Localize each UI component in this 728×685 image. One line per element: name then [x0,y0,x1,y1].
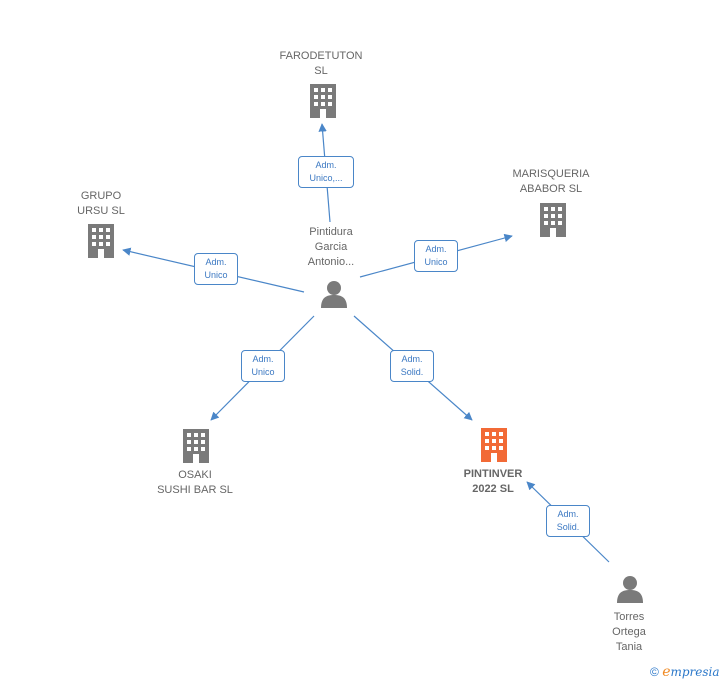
edge-badge-grupo-ursu: Adm. Unico [194,253,238,285]
torres-label[interactable]: Torres Ortega Tania [612,611,646,653]
pintinver-building-icon[interactable] [481,428,507,462]
copyright-symbol: © [650,665,659,679]
osaki-building-icon[interactable] [183,429,209,463]
pintidura-label[interactable]: Pintidura Garcia Antonio... [307,226,355,268]
torres-person-icon[interactable] [617,576,643,603]
osaki-label[interactable]: OSAKI SUSHI BAR SL [157,469,233,496]
farodetuton-label[interactable]: FARODETUTON SL [279,50,363,77]
brand-initial: e [662,664,671,680]
edge-badge-pintinver: Adm. Solid. [390,350,434,382]
marisqueria-building-icon[interactable] [540,203,566,237]
edge-badge-farodetuton: Adm. Unico,... [298,156,354,188]
pintinver-label[interactable]: PINTINVER 2022 SL [463,468,523,495]
edge-badge-marisqueria: Adm. Unico [414,240,458,272]
marisqueria-label[interactable]: MARISQUERIA ABABOR SL [512,168,590,195]
grupo-ursu-label[interactable]: GRUPO URSU SL [77,190,125,217]
pintidura-person-icon[interactable] [321,281,347,308]
farodetuton-building-icon[interactable] [310,84,336,118]
edge-badge-torres-pintinver: Adm. Solid. [546,505,590,537]
grupo-ursu-building-icon[interactable] [88,224,114,258]
brand-name: mpresia [670,665,720,679]
footer-brand: © empresia [650,664,720,680]
edge-badge-osaki: Adm. Unico [241,350,285,382]
